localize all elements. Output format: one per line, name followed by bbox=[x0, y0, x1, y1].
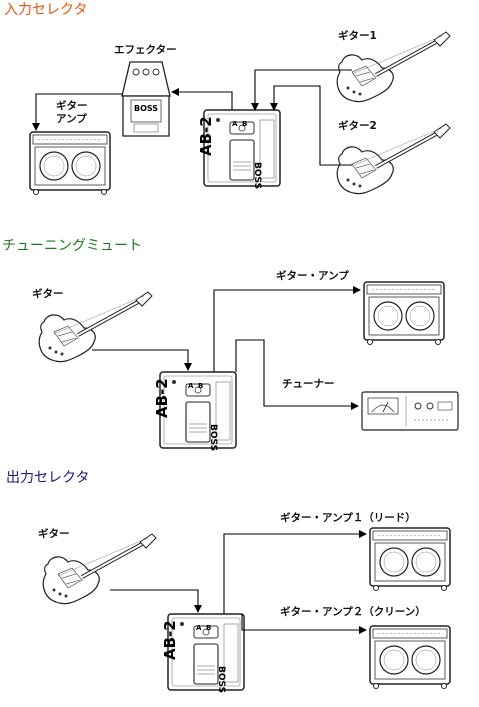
guitar-icon bbox=[335, 122, 452, 196]
amp-label: ギター・アンプ１（リード） bbox=[280, 512, 416, 524]
switch-b-label: B bbox=[206, 624, 212, 632]
pedal-model: AB-2 bbox=[197, 116, 215, 156]
guitar-label: ギター1 bbox=[338, 30, 377, 42]
effector-label: エフェクター bbox=[114, 44, 177, 56]
section-title-input-selector: 入力セレクタ bbox=[4, 2, 88, 18]
switch-b-label: B bbox=[242, 120, 248, 128]
arrow-icon bbox=[110, 530, 367, 634]
guitar-label: ギター bbox=[38, 528, 70, 540]
guitar-label: ギター bbox=[32, 288, 64, 300]
guitar-icon bbox=[37, 290, 155, 364]
pedal-model: AB-2 bbox=[153, 378, 171, 418]
effector-brand: BOSS bbox=[134, 104, 159, 113]
pedal-brand: BOSS bbox=[252, 162, 262, 190]
section-title-output-selector: 出力セレクタ bbox=[6, 470, 90, 486]
amplifier-icon bbox=[369, 527, 451, 592]
arrow-icon bbox=[92, 286, 361, 410]
switch-b-label: B bbox=[198, 382, 204, 390]
pedal-model: AB-2 bbox=[161, 620, 179, 660]
arrow-icon bbox=[32, 69, 352, 166]
switch-a-label: A bbox=[232, 120, 238, 128]
switch-a-label: A bbox=[188, 382, 194, 390]
pedal-brand: BOSS bbox=[208, 424, 218, 452]
effector-icon bbox=[121, 61, 171, 137]
amplifier-icon bbox=[29, 131, 111, 196]
amp-label: ギター・アンプ２（クリーン） bbox=[280, 606, 426, 618]
guitar-icon bbox=[41, 532, 159, 606]
amplifier-icon bbox=[369, 625, 451, 690]
amp-label: アンプ bbox=[56, 113, 87, 125]
amplifier-icon bbox=[363, 281, 445, 346]
guitar-label: ギター2 bbox=[338, 120, 377, 132]
amp-label: ギター・アンプ bbox=[276, 270, 349, 282]
section-title-tuning-mute: チューニングミュート bbox=[2, 238, 142, 254]
switch-a-label: A bbox=[196, 624, 202, 632]
pedal-brand: BOSS bbox=[216, 666, 226, 694]
amp-label: ギター bbox=[56, 100, 88, 112]
tuner-label: チューナー bbox=[282, 378, 335, 390]
tuner-icon bbox=[361, 391, 459, 431]
